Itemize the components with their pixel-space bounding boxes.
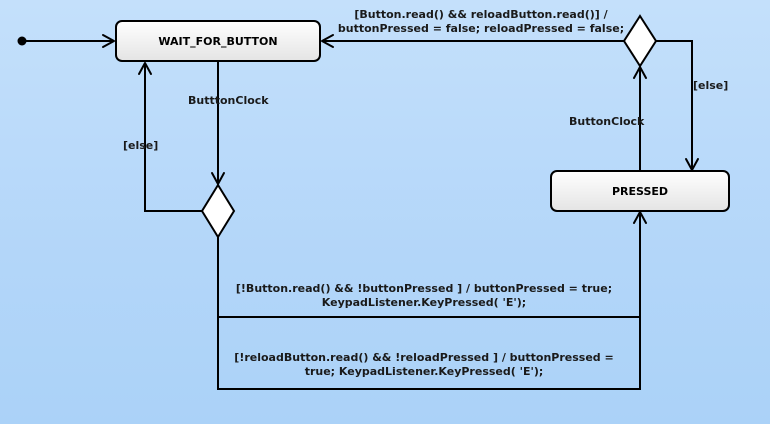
state-wait-for-button[interactable]: WAIT_FOR_BUTTON	[115, 20, 321, 62]
arrowhead	[102, 34, 115, 48]
button-clock-right-label: ButtonClock	[569, 115, 645, 128]
reload-guard-label-line1: [!reloadButton.read() && !reloadPressed …	[234, 351, 613, 364]
button-clock-left-label: ButttonClock	[188, 94, 269, 107]
state-pressed-label: PRESSED	[612, 185, 668, 198]
top-guard-label-line1: [Button.read() && reloadButton.read()] /	[354, 8, 608, 21]
arrowhead	[138, 62, 152, 75]
left-else-label: [else]	[123, 139, 158, 152]
press-guard-label-line1: [!Button.read() && !buttonPressed ] / bu…	[236, 282, 612, 295]
transition-reload-press	[217, 212, 641, 390]
transition-right-else	[656, 40, 693, 170]
arrowhead	[211, 172, 225, 185]
press-guard-label-line2: KeypadListener.KeyPressed( 'E');	[322, 296, 526, 309]
state-pressed[interactable]: PRESSED	[550, 170, 730, 212]
reload-guard-label-line2: true; KeypadListener.KeyPressed( 'E');	[305, 365, 544, 378]
arrowhead	[685, 158, 699, 171]
arrowhead	[321, 34, 334, 48]
top-else-label: [else]	[693, 79, 728, 92]
choice-node-right[interactable]	[622, 14, 658, 68]
transition-left-else	[144, 63, 202, 212]
top-guard-label-line2: buttonPressed = false; reloadPressed = f…	[338, 22, 624, 35]
choice-node-left[interactable]	[200, 183, 236, 239]
arrowhead	[633, 66, 647, 79]
state-wait-for-button-label: WAIT_FOR_BUTTON	[158, 35, 277, 48]
arrowhead	[633, 211, 647, 224]
